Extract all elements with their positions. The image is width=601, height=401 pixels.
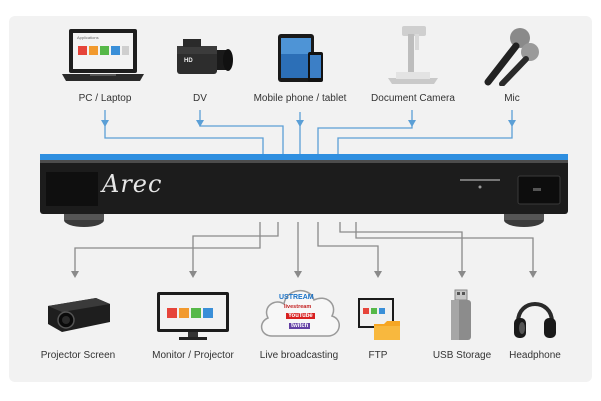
service-twitch: twitch (289, 323, 311, 329)
camcorder-icon: HD (173, 36, 235, 82)
service-livestream: livestream (284, 304, 312, 310)
input-arrows (101, 120, 516, 127)
service-ustream: USTREAM (279, 294, 314, 301)
projector-icon (44, 290, 114, 338)
output-wires (74, 222, 534, 272)
output-arrows (71, 271, 537, 278)
document-camera-icon (382, 24, 442, 88)
input-label-mic: Mic (504, 93, 520, 104)
cloud-icon: USTREAM livestream YouTube twitch (256, 278, 342, 344)
laptop-icon: Applications (60, 28, 146, 84)
arec-recorder-device: Arec (40, 154, 568, 230)
input-label-dv: DV (193, 93, 207, 104)
usb-drive-icon (446, 288, 476, 342)
laptop-screen-text: Applications (77, 35, 99, 40)
monitor-icon (155, 290, 231, 342)
service-youtube: YouTube (286, 313, 315, 319)
headphone-icon (512, 292, 558, 342)
output-label-ftp: FTP (368, 350, 388, 361)
output-label-projector-screen: Projector Screen (40, 350, 116, 361)
microphone-icon (478, 26, 540, 87)
tablet-phone-icon (276, 32, 326, 86)
output-label-headphone: Headphone (509, 350, 561, 361)
input-label-document-camera: Document Camera (371, 93, 455, 104)
input-wires (104, 110, 513, 155)
output-label-monitor-projector: Monitor / Projector (152, 350, 234, 361)
ftp-folder-icon (356, 296, 402, 342)
camcorder-badge: HD (184, 58, 193, 64)
input-label-pc-laptop: PC / Laptop (78, 93, 132, 104)
input-label-mobile-tablet: Mobile phone / tablet (253, 93, 347, 104)
output-label-usb-storage: USB Storage (432, 350, 492, 361)
brand-logo: Arec (102, 170, 163, 198)
output-label-live-broadcasting: Live broadcasting (259, 350, 339, 361)
